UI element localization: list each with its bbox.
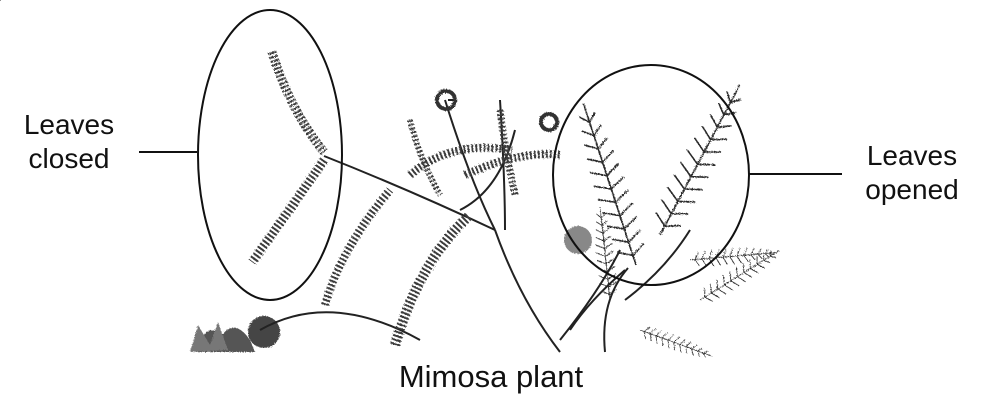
- leaves-opened-label-line2: opened: [842, 173, 982, 207]
- leaves-opened-label-line1: Leaves: [842, 139, 982, 173]
- leaves-closed-label: Leaves closed: [4, 108, 134, 176]
- opened-leaf-branches: [0, 0, 784, 363]
- leaves-closed-label-line2: closed: [4, 142, 134, 176]
- ground-foliage: [190, 316, 280, 352]
- plant-stems: [260, 100, 690, 352]
- leaves-closed-label-line1: Leaves: [4, 108, 134, 142]
- leaves-opened-label: Leaves opened: [842, 139, 982, 207]
- closed-leaf-branches: [252, 52, 560, 345]
- diagram-caption: Mimosa plant: [331, 360, 651, 394]
